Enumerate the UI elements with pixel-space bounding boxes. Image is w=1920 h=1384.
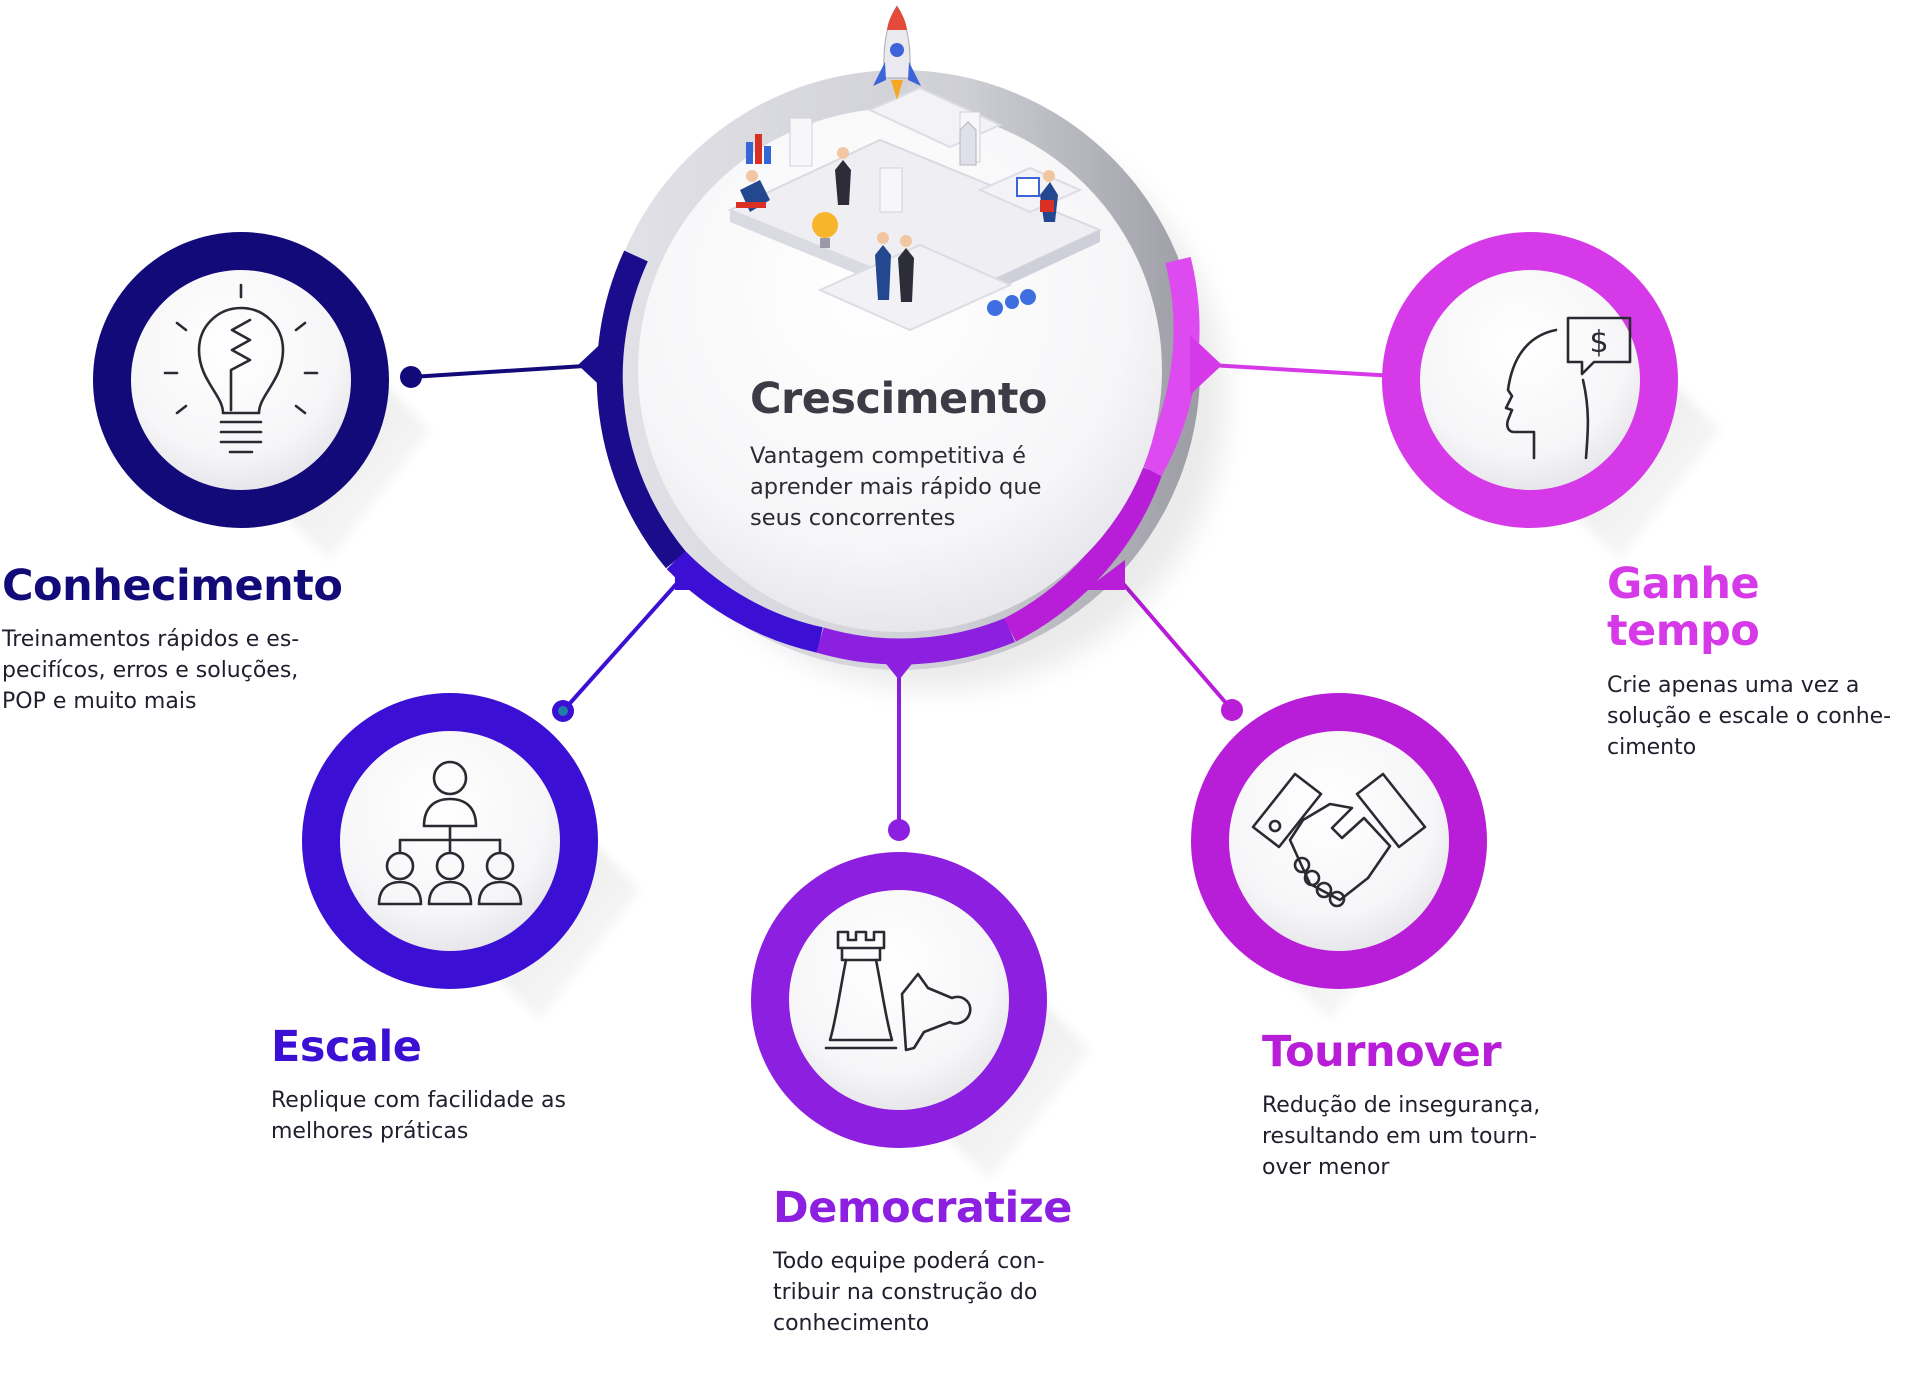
- democratize-description: Todo equipe poderá con- tribuir na const…: [773, 1249, 1045, 1337]
- dot-escale-core: [558, 706, 568, 716]
- connector-ganhe: [1209, 363, 1396, 378]
- lightbulb-icon: [163, 283, 319, 454]
- label-tournover: Tournover Redução de insegurança, result…: [1262, 1027, 1541, 1183]
- label-ganhe-tempo: Ganhe tempo Crie apenas uma vez a soluçã…: [1607, 559, 1920, 763]
- notch-left: [578, 335, 610, 395]
- label-democratize: Democratize Todo equipe poderá con- trib…: [773, 1183, 1072, 1339]
- conhecimento-description: Treinamentos rápidos e es- pecifícos, er…: [2, 627, 300, 715]
- connector-escale: [561, 578, 682, 713]
- chess-pieces-icon: [824, 930, 972, 1052]
- ganhe-tempo-description: Crie apenas uma vez a solução e escale o…: [1607, 672, 1892, 760]
- notch-lower-right: [1085, 560, 1125, 590]
- head-money-icon: $: [1504, 316, 1632, 460]
- node-tournover: [1191, 693, 1487, 1020]
- node-face: [131, 270, 351, 490]
- dot-conhecimento: [400, 366, 422, 388]
- notch-bottom: [875, 650, 923, 680]
- tournover-title: Tournover: [1262, 1027, 1502, 1077]
- node-ganhe-tempo: $: [1382, 232, 1720, 560]
- escale-description: Replique com facilidade as melhores prát…: [271, 1088, 566, 1145]
- node-face: [789, 890, 1009, 1110]
- notch-lower-left: [675, 560, 715, 590]
- node-face: [1229, 731, 1449, 951]
- node-face: [1420, 270, 1640, 490]
- node-conhecimento: [93, 232, 430, 560]
- center-arc-pink: [1138, 256, 1200, 477]
- handshake-icon: [1251, 772, 1427, 908]
- escale-title: Escale: [271, 1022, 422, 1072]
- isometric-growth-office-icon: [727, 5, 1103, 332]
- tournover-description: Redução de insegurança, resultando em um…: [1262, 1093, 1541, 1181]
- connector-conhecimento: [410, 363, 601, 379]
- notch-right: [1190, 335, 1222, 395]
- center-label: Crescimento Vantagem competitiva é apren…: [750, 374, 1047, 534]
- svg-text:$: $: [1589, 325, 1608, 360]
- node-democratize: [751, 852, 1090, 1180]
- label-conhecimento: Conhecimento Treinamentos rápidos e es- …: [2, 561, 343, 717]
- democratize-title: Democratize: [773, 1183, 1072, 1233]
- node-escale: [302, 693, 640, 1020]
- ganhe-tempo-title: Ganhe tempo: [1607, 559, 1760, 657]
- label-escale: Escale Replique com facilidade as melhor…: [271, 1022, 566, 1147]
- center-hub: [578, 5, 1225, 690]
- org-chart-icon: [377, 760, 523, 906]
- dot-democratize: [888, 819, 910, 841]
- center-arc-magenta: [1003, 465, 1163, 642]
- conhecimento-title: Conhecimento: [2, 561, 343, 611]
- center-arc-navy: [596, 250, 687, 569]
- center-title: Crescimento: [750, 374, 1047, 424]
- center-description: Vantagem competitiva é aprender mais ráp…: [750, 443, 1042, 532]
- dot-tournover: [1221, 699, 1243, 721]
